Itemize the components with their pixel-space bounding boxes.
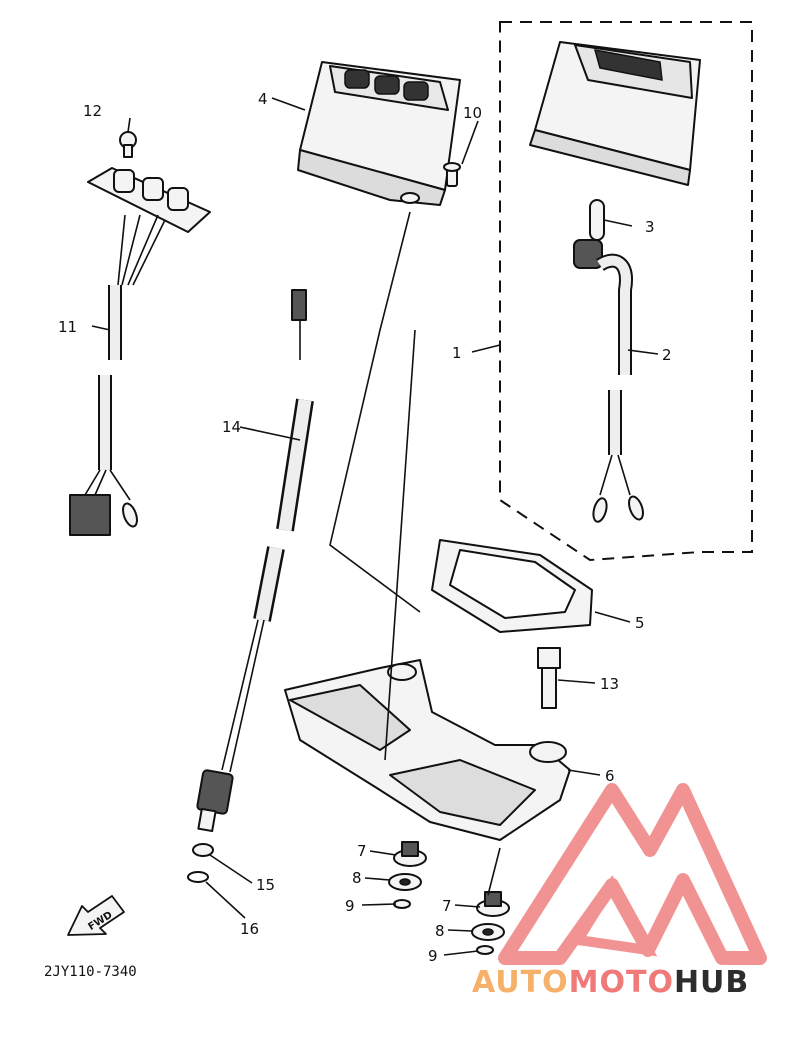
callout-9-left: 9 [345,897,355,915]
callout-15: 15 [256,876,275,894]
washer-part-8-left [388,873,422,891]
assembly-boundary-dashed [499,21,753,562]
callout-5: 5 [635,614,645,632]
logo-inner-g-shape [569,875,658,957]
leader-lines [91,97,659,956]
part-number-callouts: 1 2 3 4 5 6 7 7 8 8 9 9 10 11 12 13 14 1… [58,90,672,965]
grommet-part-7-left [393,841,427,867]
meter-housing-part-4 [297,61,461,206]
drawing-code: 2JY110-7340 [44,964,137,980]
watermark-text: AUTOMOTOHUB [472,965,749,1000]
watermark-logo-icon [498,783,767,965]
ring-part-16 [187,871,209,883]
watermark-moto: MOTO [569,965,674,1000]
bolt-part-13 [537,647,561,709]
bulb-part-3 [573,199,605,269]
callout-3: 3 [645,218,655,236]
callout-7-right: 7 [442,897,452,915]
cable-part-14 [196,289,314,833]
washer-part-15 [192,843,214,857]
callout-14: 14 [222,418,241,436]
logo-triangle-shape [498,783,767,965]
harness-part-11 [69,167,211,536]
callout-10: 10 [463,104,482,122]
callout-4: 4 [258,90,268,108]
meter-assembly-part-1 [529,41,701,186]
watermark-auto: AUTO [472,965,569,1000]
watermark-hub: HUB [674,965,749,1000]
callout-13: 13 [600,675,619,693]
callout-9-right: 9 [428,947,438,965]
callout-6: 6 [605,767,615,785]
callout-12: 12 [83,102,102,120]
fwd-arrow-icon: FWD [67,895,125,936]
cord-part-2 [592,253,644,523]
pin-part-9-left [393,899,411,909]
screw-part-10 [443,162,461,187]
callout-7-left: 7 [357,842,367,860]
bulb-part-12 [119,131,137,158]
seal-part-5 [431,539,593,633]
callout-1: 1 [452,344,462,362]
callout-11: 11 [58,318,77,336]
grommet-part-7-right [476,891,510,917]
callout-2: 2 [662,346,672,364]
pin-part-9-right [476,945,494,955]
bracket-part-6 [284,659,571,841]
callout-8-right: 8 [435,922,445,940]
callout-8-left: 8 [352,869,362,887]
washer-part-8-right [471,923,505,941]
callout-16: 16 [240,920,259,938]
